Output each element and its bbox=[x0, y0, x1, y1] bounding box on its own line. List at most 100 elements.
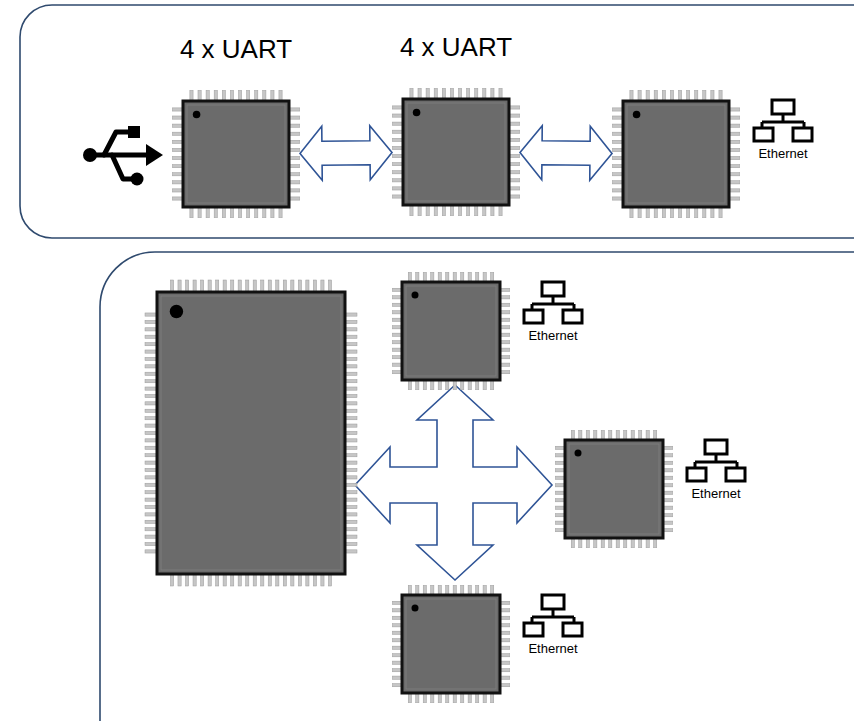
chip-pin bbox=[426, 88, 429, 99]
chip-pin bbox=[198, 90, 201, 101]
double-arrow bbox=[520, 126, 612, 180]
chip-pin bbox=[172, 148, 183, 151]
chip-pin bbox=[253, 280, 256, 292]
usb-symbol bbox=[83, 126, 163, 186]
chip-pin bbox=[261, 280, 264, 292]
chip-pin bbox=[276, 280, 279, 292]
chip-pin bbox=[434, 205, 437, 216]
chip-pin bbox=[201, 574, 204, 586]
chip-pin bbox=[283, 574, 286, 586]
chip-pin bbox=[719, 207, 722, 218]
chip-pin bbox=[450, 88, 453, 99]
chip-pin bbox=[145, 535, 157, 538]
chip-pin bbox=[711, 90, 714, 101]
chip-pin bbox=[145, 505, 157, 508]
chip-pin bbox=[145, 498, 157, 501]
chip-pin bbox=[345, 365, 357, 368]
chip-body-edge bbox=[187, 105, 285, 203]
chip-pin bbox=[345, 394, 357, 397]
chip-pin bbox=[509, 163, 520, 166]
chip-pin bbox=[328, 574, 331, 586]
chip-pin bbox=[418, 205, 421, 216]
chip-pin bbox=[263, 90, 266, 101]
chip-pin bbox=[185, 280, 188, 292]
chip-pin bbox=[345, 431, 357, 434]
chip-pin bbox=[190, 90, 193, 101]
chip-pin bbox=[255, 90, 258, 101]
chip-pin bbox=[289, 140, 300, 143]
chip-pin bbox=[687, 207, 690, 218]
network-symbol bbox=[687, 440, 745, 481]
chip-pin bbox=[612, 165, 623, 168]
chip-pin bbox=[729, 148, 740, 151]
chip-pin bbox=[729, 140, 740, 143]
chip-pin bbox=[193, 574, 196, 586]
chip-pin bbox=[426, 205, 429, 216]
network-symbol bbox=[524, 282, 582, 323]
chip-pin bbox=[206, 207, 209, 218]
chip-pin bbox=[289, 165, 300, 168]
chip-pin bbox=[345, 535, 357, 538]
chip-pin bbox=[509, 171, 520, 174]
chip-pin bbox=[283, 280, 286, 292]
chip-pin bbox=[345, 313, 357, 316]
chip-pin bbox=[214, 90, 217, 101]
chip-pin bbox=[392, 114, 403, 117]
chip-pin bbox=[654, 207, 657, 218]
chip-pin bbox=[345, 446, 357, 449]
chip-pin bbox=[145, 402, 157, 405]
chip-pin bbox=[392, 122, 403, 125]
chip-pin bbox=[392, 187, 403, 190]
chip-pin bbox=[434, 88, 437, 99]
chip-pin bbox=[172, 140, 183, 143]
chip-pin bbox=[345, 550, 357, 553]
chip-pin bbox=[509, 130, 520, 133]
chip-heading: 4 x UART bbox=[180, 34, 292, 64]
chip-pin bbox=[172, 173, 183, 176]
ethernet-icon bbox=[752, 98, 814, 144]
chip-pin bbox=[612, 173, 623, 176]
chip-pin bbox=[268, 280, 271, 292]
chip-pin bbox=[145, 357, 157, 360]
chip-pin bbox=[410, 205, 413, 216]
chip-pin bbox=[345, 461, 357, 464]
chip-pin bbox=[612, 124, 623, 127]
chip-pin bbox=[214, 207, 217, 218]
ic-chip: 4 x UART bbox=[392, 88, 520, 216]
chip-pin bbox=[291, 574, 294, 586]
chip-pin bbox=[145, 476, 157, 479]
chip-pin bbox=[678, 207, 681, 218]
chip-pin bbox=[418, 88, 421, 99]
chip-pin bbox=[279, 90, 282, 101]
chip-pin bbox=[646, 207, 649, 218]
chip-pin bbox=[289, 148, 300, 151]
network-port: Ethernet bbox=[683, 438, 749, 502]
pin1-dot bbox=[575, 450, 582, 457]
chip-pin bbox=[703, 207, 706, 218]
chip-pin bbox=[145, 394, 157, 397]
chip-pin bbox=[271, 90, 274, 101]
chip-pin bbox=[483, 88, 486, 99]
chip-body bbox=[402, 595, 500, 693]
chip-pin bbox=[345, 380, 357, 383]
chip-pin bbox=[145, 409, 157, 412]
chip-body-edge bbox=[161, 296, 341, 570]
chip-pin bbox=[279, 207, 282, 218]
chip-pin bbox=[654, 90, 657, 101]
chip-pin bbox=[467, 88, 470, 99]
chip-pin bbox=[729, 156, 740, 159]
ic-chip: Ethernet bbox=[392, 585, 510, 703]
chip-pin bbox=[253, 574, 256, 586]
chip-pin bbox=[345, 513, 357, 516]
chip-pin bbox=[185, 574, 188, 586]
chip-pin bbox=[729, 189, 740, 192]
chip-body-edge bbox=[627, 105, 725, 203]
chip-pin bbox=[246, 280, 249, 292]
chip-pin bbox=[509, 106, 520, 109]
chip-pin bbox=[345, 387, 357, 390]
chip-pin bbox=[247, 90, 250, 101]
chip-body bbox=[623, 101, 729, 207]
chip-pin bbox=[678, 90, 681, 101]
chip-pin bbox=[695, 90, 698, 101]
chip-pin bbox=[172, 132, 183, 135]
